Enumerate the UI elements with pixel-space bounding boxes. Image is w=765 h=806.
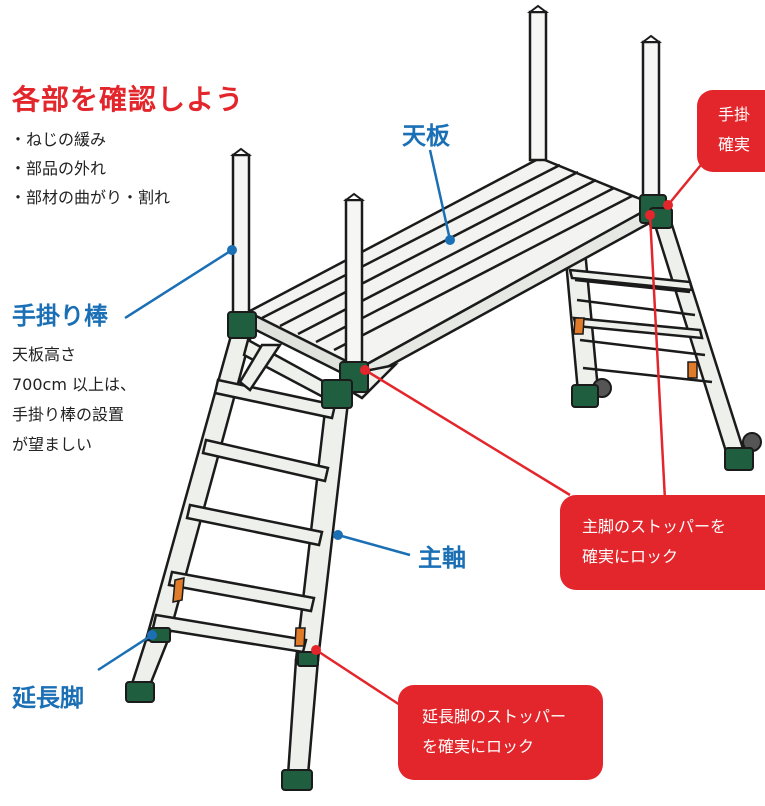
note-line: 手掛り棒の設置 <box>12 405 125 424</box>
main-shaft-dot <box>333 530 343 540</box>
callout-extension-leg-stopper: 延長脚のストッパー を確実にロック <box>422 702 566 762</box>
extension-stopper-dot <box>311 645 321 655</box>
stopper-parts <box>172 317 698 647</box>
callout-main-leg-stopper-box <box>560 495 765 590</box>
callout-line: 確実 <box>718 135 751 154</box>
check-item: ・部品の外れ <box>10 159 107 178</box>
handrail-label: 手掛り棒 <box>12 302 108 330</box>
back-stopper-dot <box>645 210 655 220</box>
note-line: 700cm 以上は、 <box>12 375 137 394</box>
extension-leg-label: 延長脚 <box>12 684 84 712</box>
front-leg-frame <box>128 330 352 777</box>
note-line: が望ましい <box>12 435 93 454</box>
callout-line: 延長脚のストッパー <box>422 707 567 726</box>
callout-line: 主脚のストッパーを <box>582 517 727 536</box>
callout-main-leg-stopper: 主脚のストッパーを 確実にロック <box>582 512 726 572</box>
callout-handrail-lock-box <box>697 90 765 172</box>
callout-line: 確実にロック <box>582 547 679 566</box>
handrail-dot <box>227 245 237 255</box>
callout-boxes <box>398 90 765 780</box>
callout-handrail-lock: 手掛 確実 <box>718 100 750 160</box>
page-title: 各部を確認しよう <box>12 83 245 116</box>
top-board-dot <box>445 235 455 245</box>
check-item: ・ねじの緩み <box>10 130 107 149</box>
height-note: 天板高さ 700cm 以上は、 手掛り棒の設置 が望ましい <box>12 340 162 460</box>
leader-lines <box>97 149 706 707</box>
callout-extension-leg-stopper-box <box>398 685 603 780</box>
main-shaft-label: 主軸 <box>418 544 466 572</box>
main-leg-stopper-dot <box>360 365 370 375</box>
back-leg-frame <box>563 223 747 460</box>
extension-leg-dot <box>147 630 157 640</box>
check-list: ・ねじの緩み ・部品の外れ ・部材の曲がり・割れ <box>10 125 170 212</box>
top-board-label: 天板 <box>402 122 450 150</box>
post-caps <box>230 4 662 201</box>
marker-dots <box>147 200 673 655</box>
callout-line: 手掛 <box>718 105 751 124</box>
check-item: ・部材の曲がり・割れ <box>10 188 171 207</box>
callout-line: を確実にロック <box>422 737 535 756</box>
handrail-lock-dot <box>663 200 673 210</box>
note-line: 天板高さ <box>12 345 77 364</box>
